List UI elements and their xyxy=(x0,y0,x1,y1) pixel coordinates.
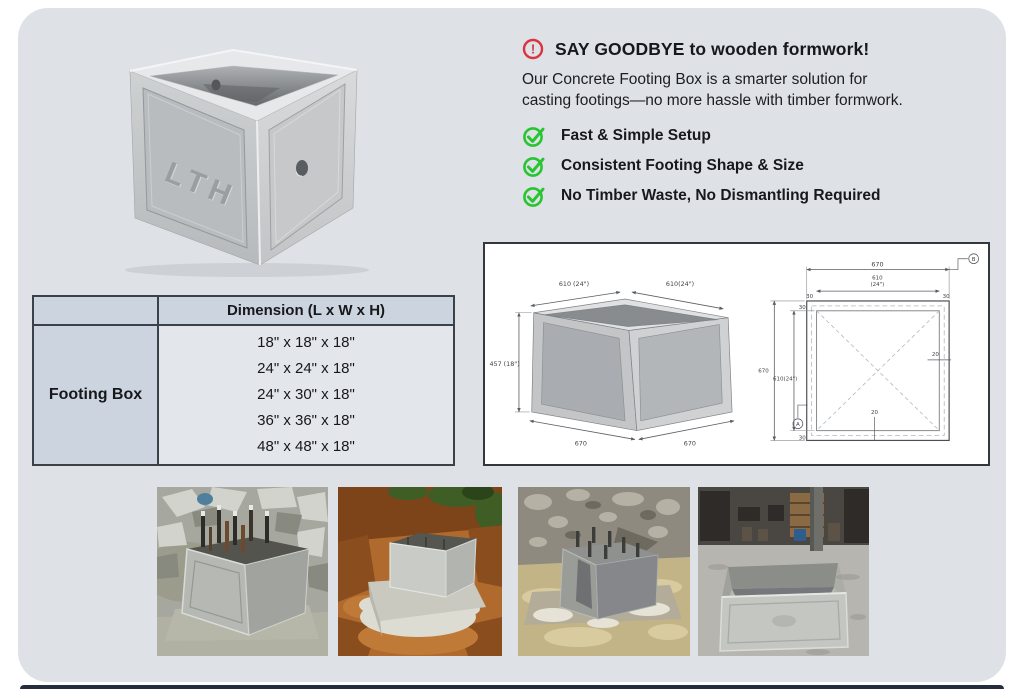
svg-text:20: 20 xyxy=(932,352,939,358)
checklist-item-label: Fast & Simple Setup xyxy=(561,127,711,144)
table-header-blank-cell xyxy=(32,295,159,326)
technical-drawing: 457 (18") 610 (24") 610(24") 670 670 xyxy=(489,253,979,447)
checklist-item-label: Consistent Footing Shape & Size xyxy=(561,157,804,174)
table-header-row: Dimension (L x W x H) xyxy=(32,295,455,326)
site-photo-rebar-in-box xyxy=(157,487,328,656)
product-photo-footing-box: LTH LTH xyxy=(95,20,405,278)
size-value: 18" x 18" x 18" xyxy=(257,334,355,351)
svg-text:457 (18"): 457 (18") xyxy=(489,360,519,368)
svg-text:610(24"): 610(24") xyxy=(773,377,797,383)
checklist-item-label: No Timber Waste, No Dismantling Required xyxy=(561,187,881,204)
concrete-box-illustration: LTH LTH xyxy=(125,48,369,277)
benefit-checklist: Fast & Simple Setup Consistent Footing S… xyxy=(522,124,1000,208)
svg-text:30: 30 xyxy=(943,294,950,300)
table-row: Footing Box 18" x 18" x 18" 24" x 24" x … xyxy=(32,324,455,466)
size-value: 24" x 30" x 18" xyxy=(257,386,355,403)
promo-heading-row: ! SAY GOODBYE to wooden formwork! xyxy=(522,38,1000,60)
promo-description-line2: casting footings—no more hassle with tim… xyxy=(522,92,903,109)
svg-text:30: 30 xyxy=(799,305,806,311)
check-circle-icon xyxy=(523,187,545,207)
checklist-item: Fast & Simple Setup xyxy=(522,124,1000,148)
svg-text:610: 610 xyxy=(872,275,883,281)
svg-text:20: 20 xyxy=(871,410,878,416)
iso-view: 457 (18") 610 (24") 610(24") 670 670 xyxy=(489,280,735,447)
checklist-item: No Timber Waste, No Dismantling Required xyxy=(522,184,1000,208)
check-circle-icon xyxy=(523,127,545,147)
svg-text:670: 670 xyxy=(871,261,883,269)
promo-description: Our Concrete Footing Box is a smarter so… xyxy=(522,69,1000,111)
size-value: 36" x 36" x 18" xyxy=(257,412,355,429)
svg-text:(24"): (24") xyxy=(871,282,885,288)
table-sizes-cell: 18" x 18" x 18" 24" x 24" x 18" 24" x 30… xyxy=(157,324,455,466)
check-circle-icon xyxy=(523,157,545,177)
svg-text:30: 30 xyxy=(799,435,806,441)
site-photo-box-on-pad-excavation xyxy=(338,487,502,656)
section-marker-b: B xyxy=(972,257,976,263)
next-section-edge xyxy=(20,685,1004,689)
site-photo-empty-box-yard xyxy=(698,487,869,656)
site-photo-cast-footing-in-water xyxy=(518,487,690,656)
svg-text:670: 670 xyxy=(684,439,696,447)
promo-block: ! SAY GOODBYE to wooden formwork! Our Co… xyxy=(522,38,1000,208)
dimension-table: Dimension (L x W x H) Footing Box 18" x … xyxy=(32,295,455,466)
promo-heading: SAY GOODBYE to wooden formwork! xyxy=(555,38,870,59)
size-value: 24" x 24" x 18" xyxy=(257,360,355,377)
technical-drawing-panel: 457 (18") 610 (24") 610(24") 670 670 xyxy=(483,242,990,466)
svg-text:610(24"): 610(24") xyxy=(666,280,694,288)
plan-view: 670 610 (24") 30 30 670 610(24") 30 30 2… xyxy=(758,253,979,441)
table-header-dimension: Dimension (L x W x H) xyxy=(157,295,455,326)
size-value: 48" x 48" x 18" xyxy=(257,438,355,455)
checklist-item: Consistent Footing Shape & Size xyxy=(522,154,1000,178)
svg-text:!: ! xyxy=(531,42,535,57)
promo-description-line1: Our Concrete Footing Box is a smarter so… xyxy=(522,71,868,88)
section-marker-a: A xyxy=(796,422,800,428)
svg-text:610 (24"): 610 (24") xyxy=(559,280,589,288)
table-row-label: Footing Box xyxy=(32,324,159,466)
svg-text:670: 670 xyxy=(758,369,769,375)
svg-text:670: 670 xyxy=(575,439,587,447)
svg-text:30: 30 xyxy=(806,294,813,300)
exclamation-circle-icon: ! xyxy=(522,38,544,60)
